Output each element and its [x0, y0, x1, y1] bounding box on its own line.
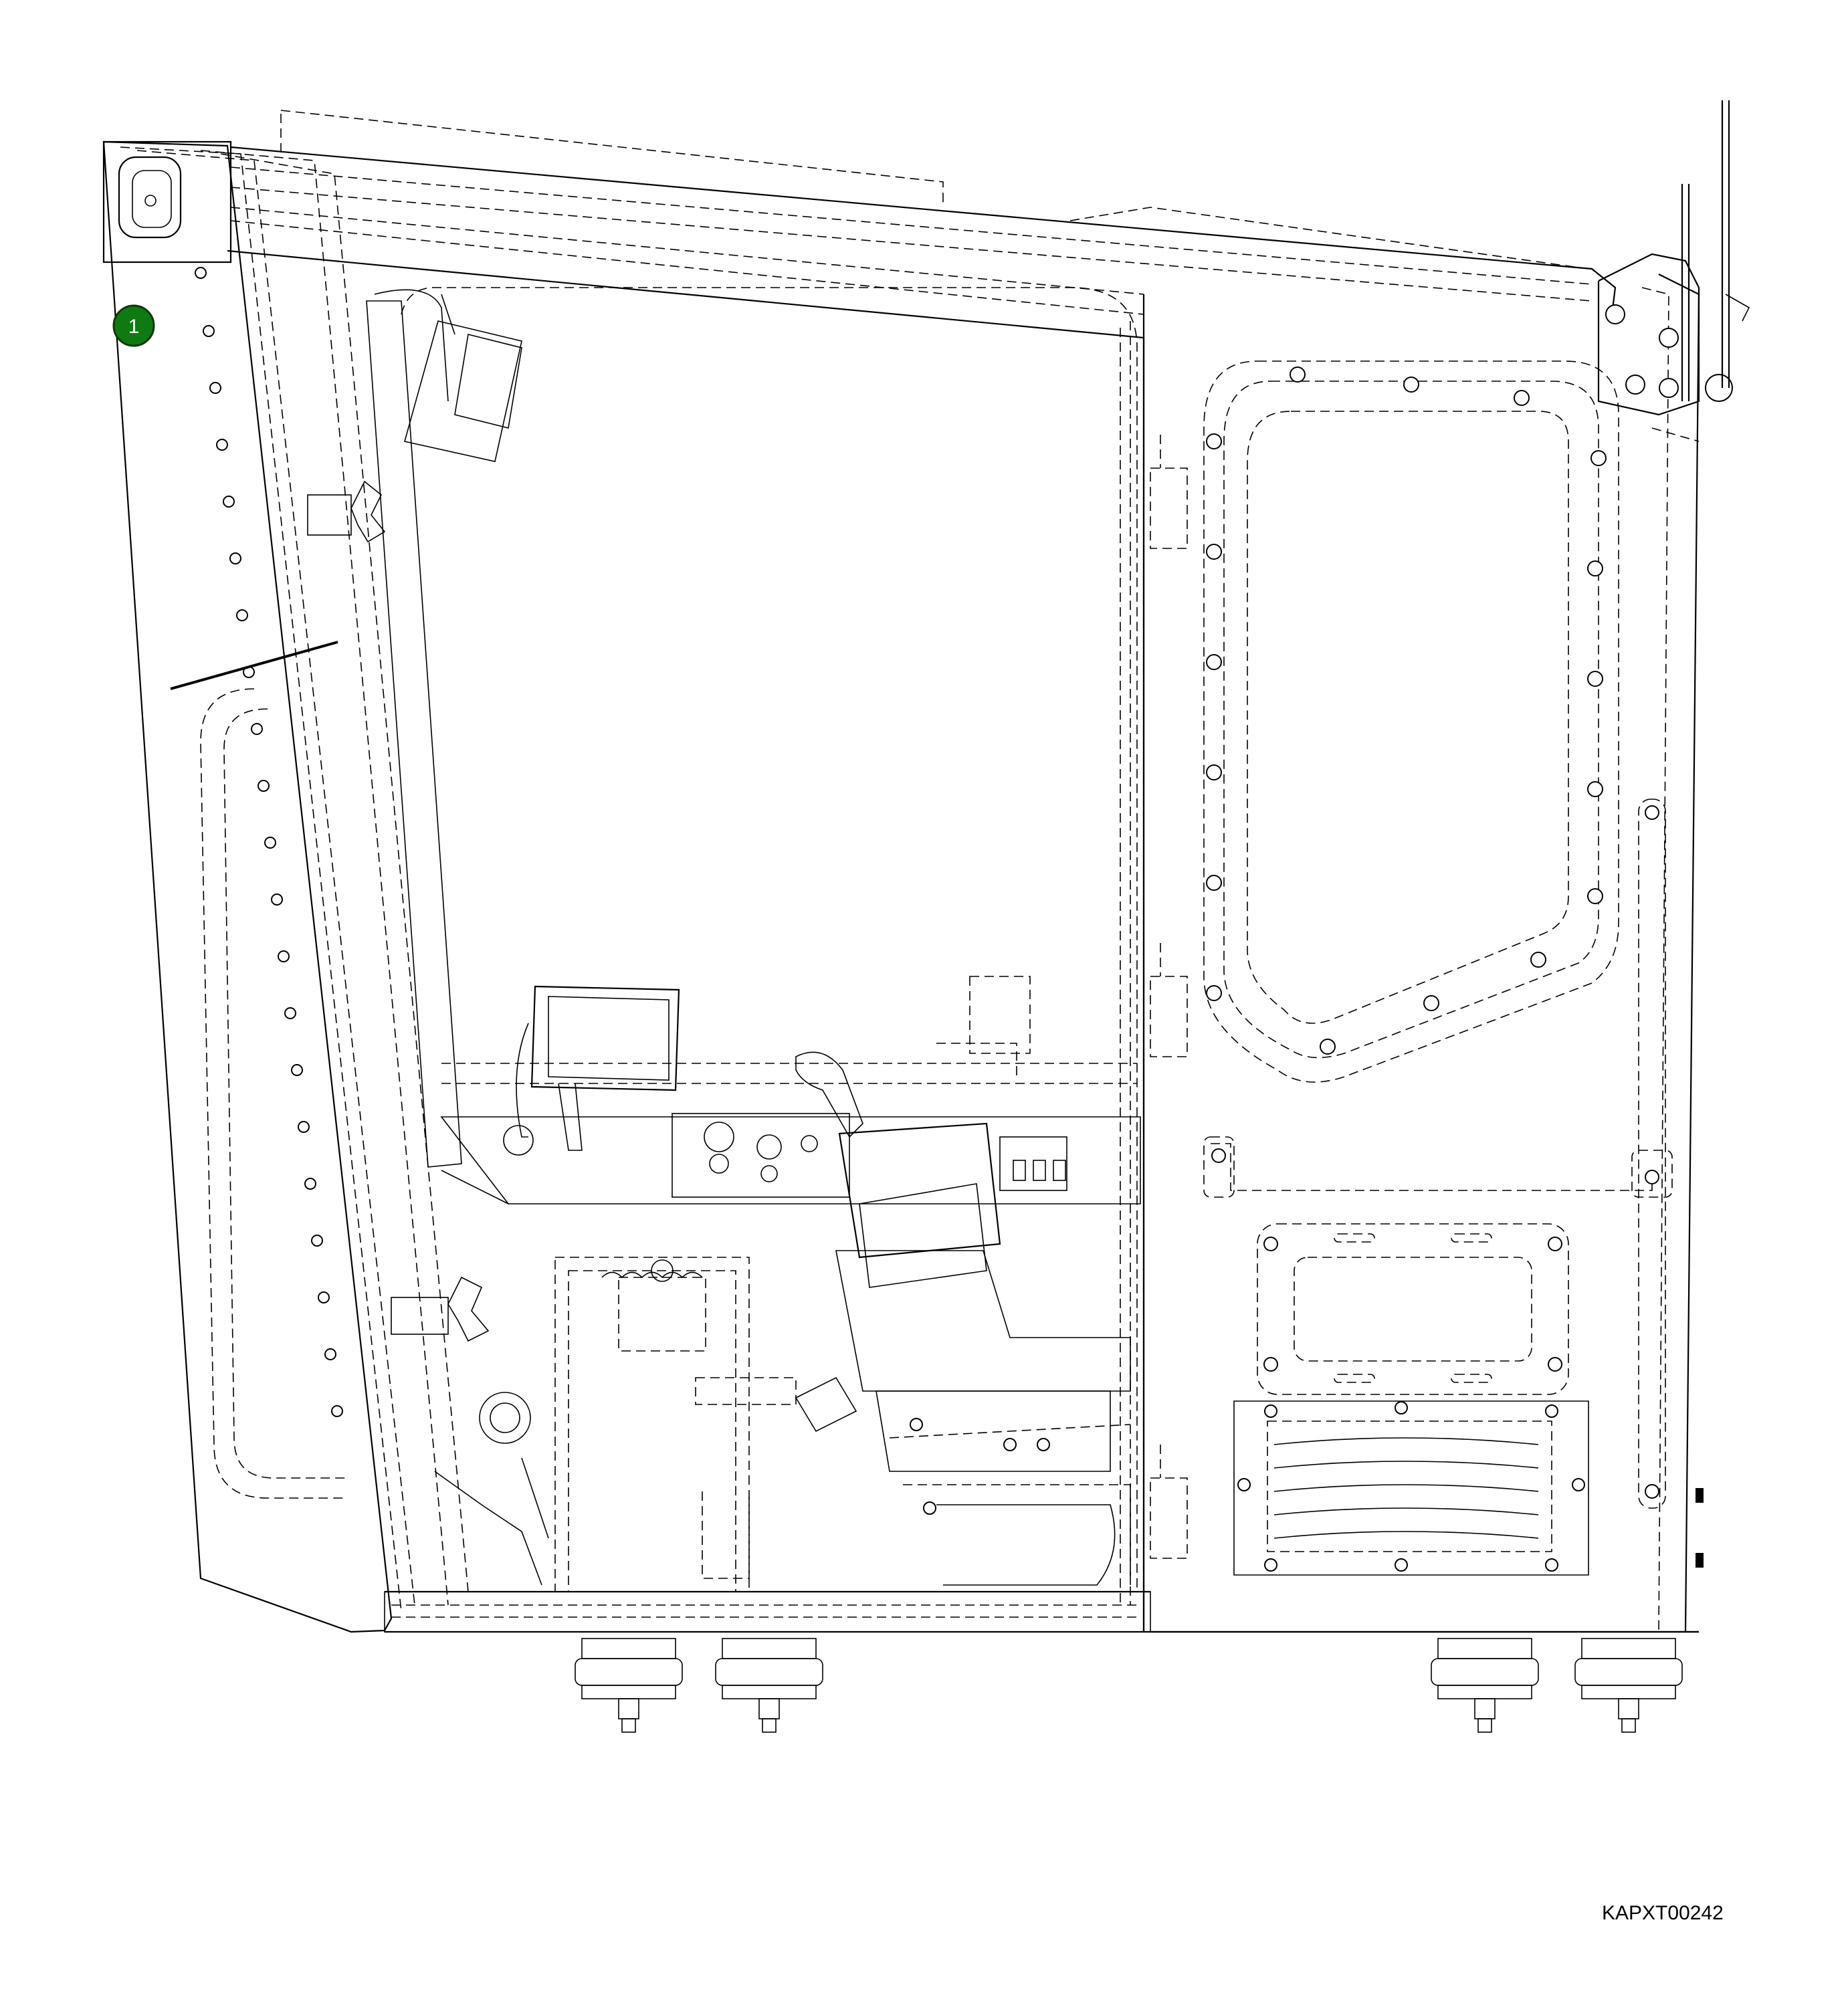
callout-leader-line — [170, 641, 338, 690]
rear-window — [1203, 360, 1619, 1083]
door-handle-bar — [1203, 799, 1673, 1509]
control-console — [440, 976, 1141, 1288]
a-pillar-bolts — [195, 267, 343, 1417]
round-speaker — [479, 1392, 531, 1444]
rear-hinge-assembly — [1597, 100, 1750, 416]
seat-pedestal — [554, 1257, 797, 1592]
grab-handle — [200, 688, 348, 1499]
lower-mechanism — [434, 1250, 1131, 1586]
isolator-2 — [715, 1638, 823, 1733]
isolator-4 — [1574, 1638, 1683, 1733]
isolator-1 — [575, 1638, 683, 1733]
isolator-3 — [1431, 1638, 1539, 1733]
callout-1-circle — [112, 304, 155, 347]
figure-id-label: KAPXT00242 — [1602, 1902, 1724, 1924]
window-seal-strip — [366, 287, 1138, 1592]
cab-frame — [102, 110, 1700, 1633]
door-hinges — [1150, 435, 1188, 1559]
access-panel — [1257, 1223, 1569, 1395]
rear-window-bolts — [1206, 366, 1607, 1055]
mounting-isolators — [575, 1638, 1683, 1733]
side-connectors — [1696, 1488, 1704, 1568]
interior-light — [404, 294, 522, 462]
pillar-knob-lower — [391, 1276, 490, 1342]
vent-grille — [1233, 1400, 1589, 1576]
callout-1-number: 1 — [128, 316, 140, 338]
marker-lamp — [118, 156, 182, 239]
pillar-knob-upper — [307, 480, 386, 543]
callout-1: 1 — [112, 304, 155, 347]
